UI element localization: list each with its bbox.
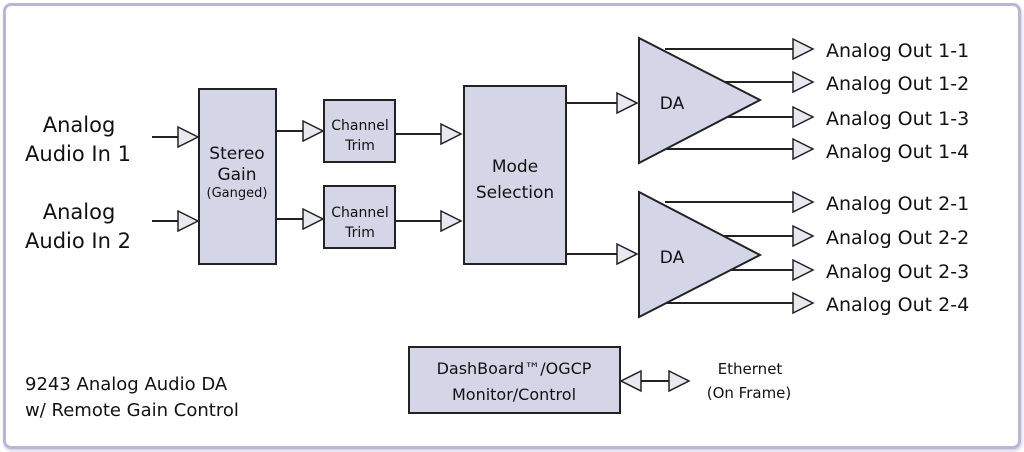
output-1-2-label: Analog Out 1-2: [826, 73, 969, 95]
diagram-caption-line1: 9243 Analog Audio DA: [25, 374, 228, 395]
output-1-4-label: Analog Out 1-4: [826, 141, 969, 163]
out-1-4-arrow: [792, 137, 815, 161]
mode-to-da-1-arrow: [616, 91, 639, 115]
out-1-1-arrow: [792, 37, 815, 61]
input-2-label-line2: Audio In 2: [25, 229, 131, 253]
mode-to-da-2-arrow: [616, 242, 639, 266]
dashboard-control-block: [408, 346, 621, 414]
da-1-amplifier: [638, 36, 763, 165]
gain-to-trim-1-arrow: [302, 119, 325, 143]
trim-2-to-mode-arrow: [440, 209, 463, 233]
stereo-gain-line3: (Ganged): [207, 186, 268, 201]
out-2-1-arrow: [792, 190, 815, 214]
dashboard-line2: Monitor/Control: [452, 385, 576, 404]
da-2-amplifier: [638, 190, 763, 319]
output-1-1-label: Analog Out 1-1: [826, 40, 969, 62]
ethernet-line2: (On Frame): [707, 384, 792, 402]
out-1-2-arrow: [792, 70, 815, 94]
channel-trim-2-line2: Trim: [344, 225, 375, 241]
input-2-arrow: [177, 209, 200, 233]
ethernet-line1: Ethernet: [718, 360, 783, 378]
out-1-3-arrow: [792, 105, 815, 129]
ethernet-arrow-left: [619, 369, 642, 393]
gain-to-trim-2-arrow: [302, 207, 325, 231]
ethernet-arrow-right: [668, 369, 691, 393]
input-1-arrow: [177, 125, 200, 149]
mode-selection-line2: Selection: [476, 183, 554, 203]
dashboard-line1: DashBoard™/OGCP: [437, 359, 592, 378]
channel-trim-2-block: [323, 185, 396, 249]
stereo-gain-line1: Stereo: [209, 144, 264, 164]
mode-selection-block: [463, 85, 567, 265]
output-2-3-label: Analog Out 2-3: [826, 261, 969, 283]
input-1-label-line1: Analog: [43, 113, 116, 137]
input-1-label-line2: Audio In 1: [25, 142, 131, 166]
da-1-label: DA: [660, 94, 685, 114]
stereo-gain-line2: Gain: [217, 165, 256, 185]
trim-1-to-mode-arrow: [440, 122, 463, 146]
output-1-3-label: Analog Out 1-3: [826, 108, 969, 130]
mode-selection-line1: Mode: [492, 157, 538, 177]
diagram-caption-line2: w/ Remote Gain Control: [25, 400, 239, 421]
stereo-gain-block: [198, 88, 277, 265]
channel-trim-2-line1: Channel: [331, 205, 388, 221]
out-2-4-arrow: [792, 291, 815, 315]
output-2-1-label: Analog Out 2-1: [826, 193, 969, 215]
channel-trim-1-line2: Trim: [344, 138, 375, 154]
out-2-2-arrow: [792, 224, 815, 248]
channel-trim-1-line1: Channel: [331, 118, 388, 134]
output-2-2-label: Analog Out 2-2: [826, 227, 969, 249]
out-2-3-arrow: [792, 258, 815, 282]
channel-trim-1-block: [323, 99, 396, 163]
input-2-label-line1: Analog: [43, 200, 116, 224]
da-2-label: DA: [660, 248, 685, 268]
output-2-4-label: Analog Out 2-4: [826, 294, 969, 316]
